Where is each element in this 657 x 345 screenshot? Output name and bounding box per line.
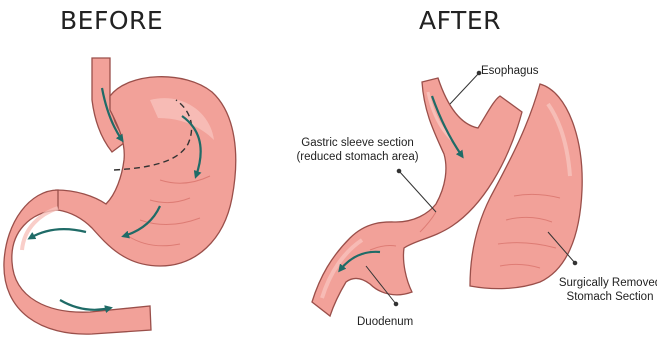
- duodenum-label: Duodenum: [357, 315, 413, 329]
- sleeve-label-line2: (reduced stomach area): [270, 150, 445, 164]
- removed-label-line2: Stomach Section: [550, 290, 657, 304]
- sleeve-label: Gastric sleeve section (reduced stomach …: [270, 136, 445, 164]
- esophagus-label: Esophagus: [481, 64, 539, 78]
- removed-section-label: Surgically Removed Stomach Section: [550, 276, 657, 304]
- sleeve-label-line1: Gastric sleeve section: [270, 136, 445, 150]
- removed-label-line1: Surgically Removed: [550, 276, 657, 290]
- before-arrow-4: [30, 229, 86, 238]
- before-arrow-5: [60, 300, 110, 310]
- leader-sleeve: [399, 171, 436, 212]
- after-stomach: [312, 71, 582, 316]
- before-stomach: [4, 58, 236, 334]
- before-stomach-body: [56, 77, 236, 266]
- leader-esophagus: [450, 73, 479, 104]
